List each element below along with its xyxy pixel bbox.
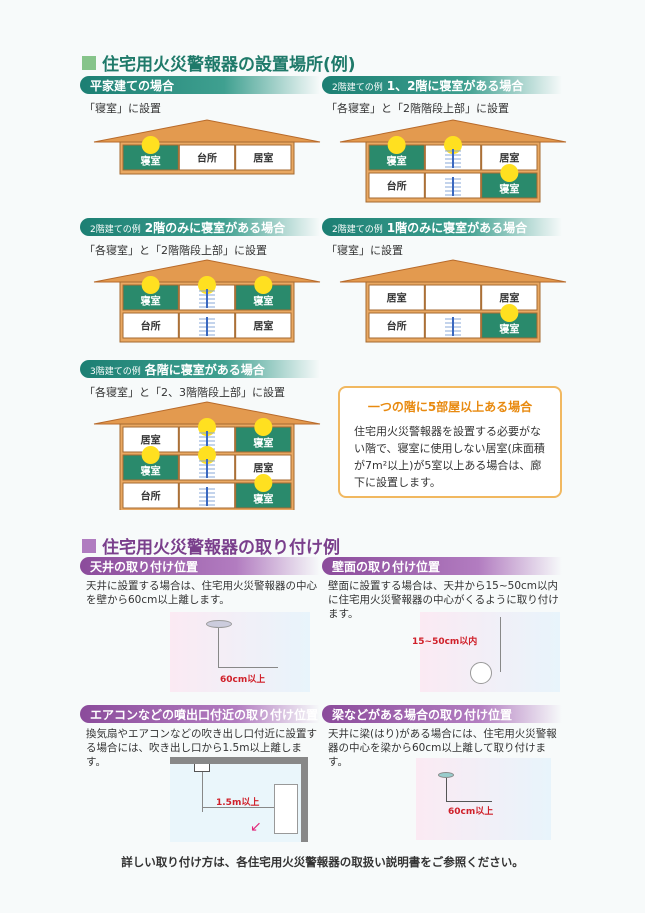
beam-diagram: 60cm以上 (416, 758, 551, 840)
room (235, 144, 292, 171)
detector-icon (254, 418, 273, 436)
detector-icon (470, 662, 492, 684)
room-label: 寝室 (253, 493, 273, 506)
room-label: 居室 (499, 292, 519, 305)
room-label: 台所 (141, 490, 161, 503)
room (235, 312, 292, 339)
vent-diagram: 1.5m以上 ↙ (170, 757, 308, 842)
case-3f: 3階建ての例各階に寝室がある場合 「各寝室」と「2、3階階段上部」に設置 (80, 360, 320, 400)
room-label: 寝室 (141, 295, 161, 308)
room-label: 台所 (141, 320, 161, 333)
room-label: 台所 (387, 180, 407, 193)
detector-icon (438, 772, 454, 778)
room-label: 居室 (253, 152, 273, 165)
roof (93, 119, 321, 143)
room-label: 寝室 (253, 295, 273, 308)
room-label: 寝室 (141, 465, 161, 478)
room-label: 寝室 (499, 183, 519, 196)
note-five-rooms: 一つの階に5部屋以上ある場合 住宅用火災警報器を設置する必要がない階で、寝室に使… (338, 386, 562, 498)
footer-note: 詳しい取り付け方は、各住宅用火災警報器の取扱い説明書をご参照ください。 (121, 855, 524, 869)
wall-diagram: 15~50cm以内 (412, 612, 560, 692)
room-label: 居室 (253, 462, 273, 475)
detector-icon (198, 446, 216, 464)
square-icon (82, 538, 96, 553)
house-diagram-flat: 寝室 台所 居室 (93, 119, 321, 175)
room (368, 312, 425, 339)
room-label: 居室 (253, 320, 273, 333)
room (122, 312, 179, 339)
detector-icon (194, 764, 210, 772)
mount-beam: 梁などがある場合の取り付け位置 天井に梁(はり)がある場合には、住宅用火災警報器… (322, 705, 562, 769)
room-label: 台所 (197, 152, 217, 165)
mount-vent: エアコンなどの噴出口付近の取り付け位置 換気扇やエアコンなどの吹き出し口付近に設… (80, 705, 320, 769)
room (122, 482, 179, 509)
detector-icon (198, 276, 216, 294)
case-flat: 平家建ての場合 「寝室」に設置 (80, 76, 320, 116)
detector-icon (254, 276, 273, 294)
detector-icon (206, 620, 232, 628)
room-label: 居室 (387, 292, 407, 305)
room-label: 居室 (499, 152, 519, 165)
detector-icon (141, 136, 160, 154)
airflow-arrow-icon: ↙ (250, 819, 262, 835)
detector-icon (141, 276, 160, 294)
section-title-placement: 住宅用火災警報器の設置場所(例) (82, 50, 356, 75)
detector-icon (198, 418, 216, 436)
detector-icon (444, 136, 462, 154)
room (368, 284, 425, 311)
room-label: 寝室 (141, 155, 161, 168)
room (178, 144, 236, 171)
ceiling-diagram: 60cm以上 (170, 612, 310, 692)
house-diagram-3f: 居室寝室寝室居室台所寝室 (93, 401, 321, 510)
room (424, 284, 482, 311)
room-label: 寝室 (387, 155, 407, 168)
detector-icon (141, 446, 160, 464)
square-icon (82, 55, 96, 70)
mount-wall: 壁面の取り付け位置 壁面に設置する場合は、天井から15~50cm以内に住宅用火災… (322, 557, 562, 621)
air-conditioner-icon (274, 784, 298, 834)
room (368, 172, 425, 199)
section-title-mounting: 住宅用火災警報器の取り付け例 (82, 533, 340, 558)
roof (339, 259, 567, 283)
room-label: 寝室 (253, 437, 273, 450)
detector-icon (500, 164, 519, 182)
detector-icon (387, 136, 406, 154)
room-label: 台所 (387, 320, 407, 333)
mount-ceiling: 天井の取り付け位置 天井に設置する場合は、住宅用火災警報器の中心を壁から60cm… (80, 557, 320, 607)
room-label: 居室 (141, 434, 161, 447)
room-label: 寝室 (499, 323, 519, 336)
detector-icon (254, 474, 273, 492)
detector-icon (500, 304, 519, 322)
